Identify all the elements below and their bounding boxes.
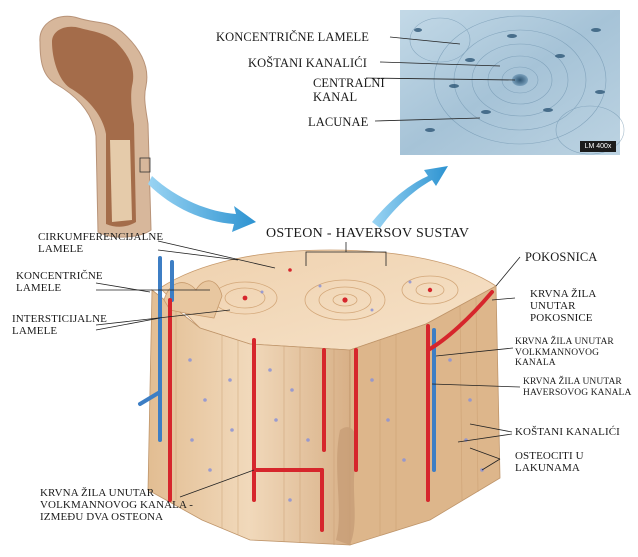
- osteon-title: OSTEON - HAVERSOV SUSTAV: [266, 228, 469, 240]
- label-cirkumferencijalne-lamele: CIRKUMFERENCIJALNE LAMELE: [38, 231, 163, 255]
- label-krvna-zila-havers: KRVNA ŽILA UNUTAR HAVERSOVOG KANALA: [523, 377, 631, 398]
- label-pokosnica: POKOSNICA: [525, 250, 597, 264]
- micrograph-image: [400, 10, 624, 155]
- label-koncentricne-lamele: KONCENTRIČNE LAMELE: [16, 270, 103, 294]
- magnification-badge: LM 400x: [580, 141, 616, 152]
- label-osteociti-u-lakunama: OSTEOCITI U LAKUNAMA: [515, 450, 584, 474]
- label-volkmann-between-osteons: KRVNA ŽILA UNUTAR VOLKMANNOVOG KANALA - …: [40, 487, 193, 523]
- zoom-arrow-left: [148, 176, 256, 232]
- label-lacunae: LACUNAE: [308, 115, 368, 129]
- label-kostani-kanalici-micro: KOŠTANI KANALIĆI: [248, 56, 367, 70]
- bone-block-illustration: [140, 250, 500, 545]
- zoom-arrow-right: [372, 166, 448, 228]
- label-krvna-zila-volkmann: KRVNA ŽILA UNUTAR VOLKMANNOVOG KANALA: [515, 337, 638, 369]
- label-krvna-zila-pokosnica: KRVNA ŽILA UNUTAR POKOSNICE: [530, 288, 596, 324]
- label-intersticijalne-lamele: INTERSTICIJALNE LAMELE: [12, 313, 107, 337]
- label-koncentricne-lamele-micro: KONCENTRIČNE LAMELE: [216, 30, 369, 44]
- label-kostani-kanalici: KOŠTANI KANALIĆI: [515, 426, 620, 438]
- femur-illustration: [40, 16, 151, 237]
- label-centralni-kanal: CENTRALNI KANAL: [313, 76, 385, 104]
